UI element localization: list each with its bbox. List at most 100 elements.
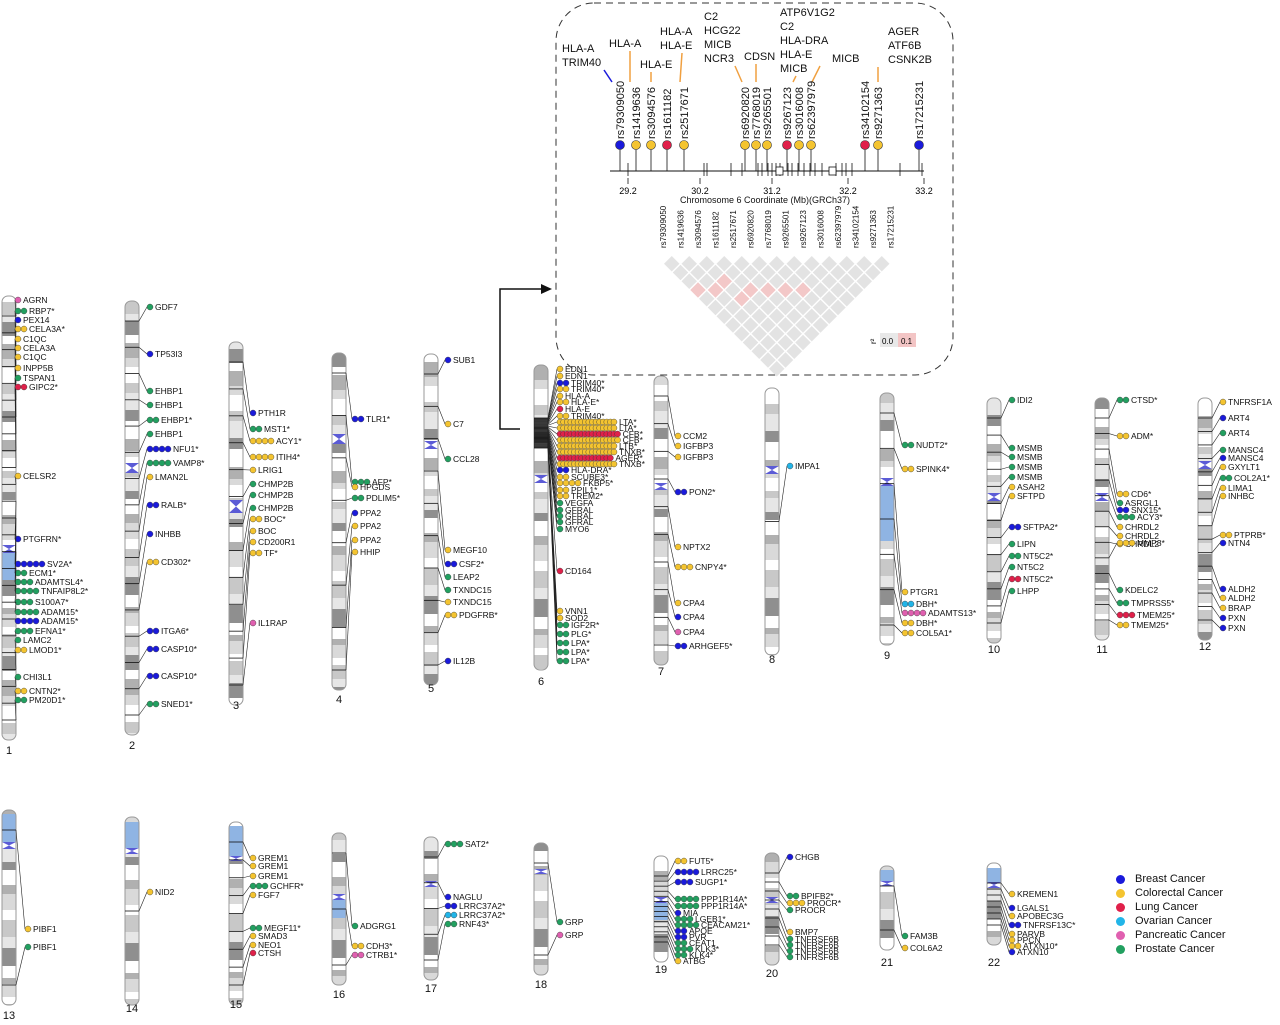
association-dot-breast [686, 868, 694, 876]
gene-label: CELSR2 [23, 471, 56, 481]
inset-gene-name: CSNK2B [888, 54, 932, 66]
inset-gene-name: NCR3 [704, 53, 734, 65]
chromosome-bands [2, 296, 16, 740]
ld-cell [777, 264, 794, 281]
ld-cell [751, 343, 767, 359]
gene-marker: TNFRSF6B [765, 935, 839, 956]
gene-marker: CNPY4* [654, 533, 727, 572]
inset-gene-name: ATF6B [888, 40, 921, 52]
gene-label: TNXB* [619, 447, 646, 457]
gene-label: ACY3* [1137, 512, 1163, 522]
chromosome-number: 1 [6, 745, 12, 757]
ld-cell [725, 264, 741, 281]
gene-label: PPA2 [360, 521, 381, 531]
association-dot-lung [249, 949, 257, 957]
snp-label: rs9265501 [762, 87, 774, 139]
gene-marker: PTGFRN* [2, 500, 62, 544]
inset-gene-group: CDSN [744, 51, 775, 82]
gene-marker: SUGP1* [654, 877, 728, 887]
gene-label: PPA2 [360, 535, 381, 545]
association-dot-breast [1116, 506, 1124, 514]
association-dot-lung [1116, 611, 1124, 619]
gene-label: HPGDS [360, 482, 391, 492]
association-dot-colorectal [14, 353, 22, 361]
association-dot-prostate [562, 648, 570, 656]
gene-marker: EDN1 [534, 371, 588, 420]
centromere [534, 869, 548, 874]
association-dot-colorectal [562, 492, 570, 500]
association-dot-pancreatic [556, 931, 564, 939]
centromere [765, 466, 779, 474]
snp-label: rs9267123 [782, 87, 794, 139]
gene-label: ADAM15* [41, 607, 79, 617]
association-dot-colorectal [444, 420, 452, 428]
leader-line [778, 917, 788, 940]
association-dot-prostate [686, 945, 694, 953]
gene-label: TMEM25* [1137, 610, 1175, 620]
ld-snp-label: rs34102154 [852, 205, 861, 248]
axis-tick-label: 32.2 [839, 186, 857, 196]
gene-marker: GXYLT1 [1198, 462, 1260, 486]
association-dot-prostate [249, 491, 257, 499]
gene-marker: LIMA1 [1198, 483, 1253, 513]
gene-label: MANSC4 [1228, 445, 1264, 455]
gene-label: EFNA1* [35, 626, 66, 636]
gene-marker: NPTX2 [654, 506, 711, 552]
chromosome-9: 9NUDT2*SPINK4*PTGR1DBH*ADAMTS13*DBH*COL5… [879, 392, 977, 662]
ld-cell [874, 256, 890, 272]
ld-cell [760, 264, 776, 281]
association-dot-prostate [1008, 396, 1016, 404]
association-dot-breast [556, 379, 564, 387]
gene-marker: NUDT2* [880, 412, 948, 450]
gene-label: GFRAL [565, 511, 594, 521]
inset-gene-name: HLA-A [609, 38, 642, 50]
gene-label: SFTPD [1017, 491, 1045, 501]
chromosome-bands [125, 817, 139, 1005]
gene-label: PROCR [795, 905, 826, 915]
leader-line [345, 415, 353, 483]
gene-marker: INHBB [125, 529, 181, 585]
gene-label: CTSH [258, 948, 281, 958]
association-dot-prostate [1219, 429, 1227, 437]
leader-line [242, 552, 251, 659]
gene-label: TRIM40* [571, 378, 605, 388]
gene-label: CHRDL2 [1125, 531, 1159, 541]
association-dot-breast [158, 445, 166, 453]
chromosome-bands [880, 866, 894, 950]
gene-label: ALDH2 [1228, 593, 1256, 603]
association-dot-colorectal [1116, 432, 1124, 440]
ld-snp-label: rs3016008 [817, 210, 826, 248]
leader-line [778, 890, 788, 904]
chromosome-2: 2GDF7TP53I3EHBP1EHBP1EHBP1*EHBP1NFU1*VAM… [124, 300, 205, 752]
association-dot-colorectal [1219, 463, 1227, 471]
gene-label: NAGLU [453, 892, 482, 902]
gene-marker: CEACAM21* [654, 911, 751, 930]
association-dot-colorectal [574, 479, 582, 487]
association-dot-colorectal [351, 483, 359, 491]
association-dot-prostate [786, 947, 794, 955]
gene-label: ADM* [1131, 431, 1154, 441]
gene-marker: TMEM25* [1095, 619, 1169, 630]
gene-marker: KDELC2 [1095, 572, 1158, 595]
leader-line [778, 899, 788, 911]
ld-cell [830, 264, 846, 281]
ld-cell [699, 273, 715, 289]
gene-marker: LRRC37A2* [424, 910, 506, 935]
gene-marker: HLA-DRA* [534, 432, 612, 475]
association-dot-colorectal [1219, 594, 1227, 602]
leader-line [667, 916, 676, 932]
association-dot-prostate [26, 627, 34, 635]
association-dot-lung [14, 383, 22, 391]
association-dot-prostate [14, 696, 22, 704]
gene-label: SMAD3 [258, 931, 288, 941]
leader-line [138, 448, 148, 479]
ld-cell [681, 273, 697, 289]
association-dot-prostate [792, 892, 800, 900]
gene-marker: ADAMTSL4* [2, 551, 84, 587]
chromosome-outline [533, 842, 549, 976]
leader-line [345, 954, 353, 966]
legend-label: Lung Cancer [1135, 901, 1198, 913]
association-dot-prostate [146, 387, 154, 395]
